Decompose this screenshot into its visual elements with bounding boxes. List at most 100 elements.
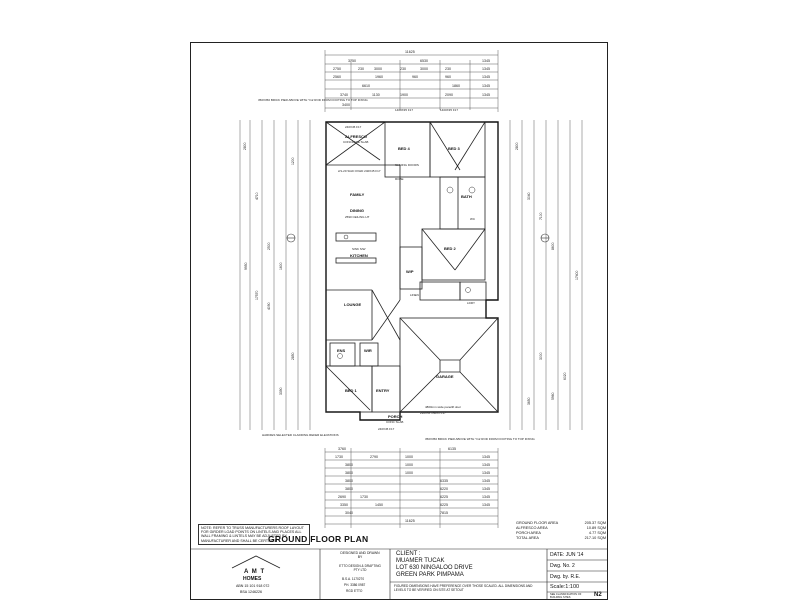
code-note: SEE CLASSIFICATION OF BUILDING SITES: [550, 593, 582, 599]
area-row: ALFRESCO AREA 10.89 SQM: [516, 526, 606, 531]
dim-label: 2800: [515, 142, 519, 150]
dim-label: 2750: [333, 67, 341, 71]
room-dining: DINING: [350, 208, 364, 213]
area-label: PORCH AREA: [516, 531, 541, 535]
room-alfresco-sub: CONCRETE SLAB: [343, 140, 368, 144]
drawing-sheet: [190, 42, 608, 600]
room-bed1: BED 1: [345, 388, 358, 393]
dim-label: 1000: [405, 455, 413, 459]
scale-label: Scale:: [550, 584, 566, 590]
dim-label: 6335: [440, 479, 448, 483]
designer-name: ETTO DESIGN & DRAFTING PTY LTD: [339, 564, 381, 572]
dim-label: 6220: [440, 487, 448, 491]
date-value: JUN '14: [565, 552, 584, 558]
dim-label: 4710: [255, 192, 259, 200]
interior-walls: [325, 121, 499, 413]
date-label: DATE:: [550, 552, 565, 558]
company-name: A M T: [244, 569, 266, 575]
dim-label: 1960: [375, 75, 383, 79]
room-bath: BATH: [461, 194, 472, 199]
drawing-title: GROUND FLOOR PLAN: [268, 534, 369, 544]
dim-label: 1000: [405, 471, 413, 475]
dim-label: 1130: [372, 93, 380, 97]
area-label: TOTAL AREA: [516, 536, 539, 540]
room-porch: PORCH: [388, 414, 403, 419]
dim-label: 3800: [345, 479, 353, 483]
room-dining-sub: 2590 CEILING HT: [345, 215, 370, 219]
dim-label: 1345: [482, 463, 490, 467]
beam-note-3: 240X45 F17: [345, 125, 362, 129]
dim-label: 1345: [482, 67, 490, 71]
dim-label: 7815: [440, 511, 448, 515]
room-alfresco: ALFRESCO: [345, 134, 367, 139]
dim-label: 1000: [405, 463, 413, 467]
dim-label: 2560: [333, 75, 341, 79]
area-label: ALFRESCO AREA: [516, 526, 548, 530]
dim-label: 3000: [374, 67, 382, 71]
dim-label: 6225: [440, 503, 448, 507]
room-family: FAMILY: [350, 192, 365, 197]
room-garage: GARAGE: [436, 374, 454, 379]
dim-label: 2800: [243, 142, 247, 150]
dim-label: 6020: [563, 372, 567, 380]
dim-label: 6530: [420, 59, 428, 63]
truss-note: NOTE: REFER TO TRUSS MANUFACTURERS ROOF …: [198, 524, 310, 545]
dim-label: 3000: [539, 352, 543, 360]
room-entry: ENTRY: [376, 388, 390, 393]
dim-label: 17400: [575, 270, 579, 280]
dim-label: 1345: [482, 93, 490, 97]
dim-label: 7100: [539, 212, 543, 220]
dim-label: 2690: [338, 495, 346, 499]
dim-label: 3800: [345, 487, 353, 491]
room-sliding: SLIDING DOORS: [395, 163, 419, 167]
room-lounge: LOUNGE: [344, 302, 361, 307]
dim-label: 230: [400, 67, 406, 71]
dim-label: 3740: [340, 93, 348, 97]
dwg-by-field: Dwg. by. R.E.: [550, 574, 580, 580]
bottom-dimensions: [324, 448, 499, 528]
date-field: DATE: JUN '14: [550, 552, 583, 558]
room-ldry: LDRY: [467, 301, 475, 305]
dwg-no-field: Dwg. No. 2: [550, 563, 575, 569]
dim-label: 2850: [291, 352, 295, 360]
right-dimensions: [509, 120, 583, 430]
dim-label: 960: [445, 75, 451, 79]
room-bed2: BED 2: [444, 246, 457, 251]
client-label: CLIENT :: [396, 551, 421, 557]
area-value: 10.89 SQM: [586, 526, 606, 530]
site-class: N2: [594, 592, 602, 598]
cladding-note: HARDIES SELECTED CLADDING REFER ELEVATIO…: [262, 433, 339, 437]
beam-note-4: 2/1-20 SGD OXHD 240X45 F17: [338, 169, 381, 173]
dim-label: 3350: [340, 503, 348, 507]
dwg-no-label: Dwg. No.: [550, 563, 571, 569]
client-lot: LOT 630 NINGALOO DRIVE: [396, 565, 473, 571]
top-overall-dim: 11625: [405, 50, 415, 54]
dim-label: 1345: [482, 471, 490, 475]
dim-label: 5960: [551, 392, 555, 400]
dim-label: 1600: [279, 262, 283, 270]
dim-label: 1345: [482, 75, 490, 79]
dim-label: 1900: [400, 93, 408, 97]
left-dimensions: [239, 120, 311, 430]
dim-label: 3750: [348, 59, 356, 63]
scale-field: Scale:1:100: [550, 584, 579, 590]
dim-label: 6610: [362, 84, 370, 88]
section-marker-right: [540, 233, 550, 243]
dim-label: 8600: [551, 242, 555, 250]
pier-note-bottom: 350X350 BRICK PIER ABOVE WITH Y12 ROD FR…: [425, 437, 535, 441]
dim-label: 3390: [279, 387, 283, 395]
dwg-no-value: 2: [571, 563, 575, 569]
company-name-2: HOMES: [243, 576, 262, 582]
title-block-frame: [190, 548, 608, 600]
beam-note-1: 1400X35 F17: [395, 108, 413, 112]
dim-label: 3400: [342, 103, 350, 107]
dim-label: 3650: [527, 397, 531, 405]
dim-label: 1860: [452, 84, 460, 88]
company-bsa: BSA 1246226: [240, 590, 262, 594]
area-value: 4.77 SQM: [588, 531, 606, 535]
garage-door: 4800mm wide panelift door: [425, 405, 461, 409]
dim-label: 1345: [482, 479, 490, 483]
dim-label: 2790: [370, 455, 378, 459]
